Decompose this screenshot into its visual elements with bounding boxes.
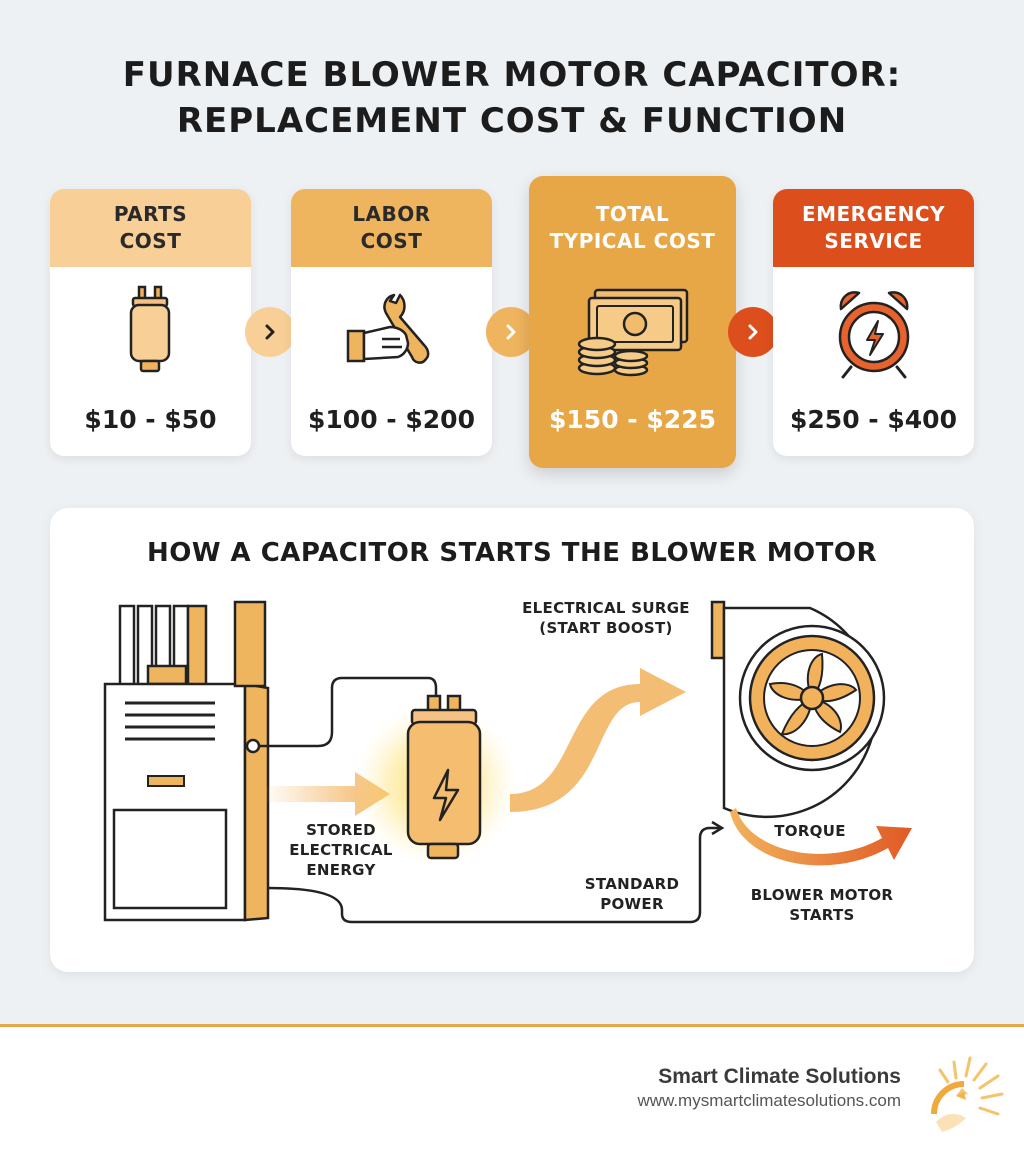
card-label: TYPICAL COST: [549, 229, 716, 253]
title-line-2: REPLACEMENT COST & FUNCTION: [176, 101, 848, 141]
chevron-right-icon: [728, 307, 778, 357]
price-range: $100 - $200: [308, 405, 475, 434]
capacitor-diagram: [103, 600, 912, 924]
price-range: $10 - $50: [84, 405, 217, 434]
card-header: PARTS COST: [50, 189, 251, 267]
capacitor-diagram-panel: HOW A CAPACITOR STARTS THE BLOWER MOTOR: [50, 508, 974, 972]
price-range: $150 - $225: [549, 405, 716, 434]
parts-cost-card: PARTS COST $10 - $50: [50, 189, 251, 456]
furnace-icon: [103, 600, 270, 922]
brand-name: Smart Climate Solutions: [658, 1065, 901, 1088]
torque-label: TORQUE: [774, 822, 846, 840]
price-range: $250 - $400: [790, 405, 957, 434]
diagram-title: HOW A CAPACITOR STARTS THE BLOWER MOTOR: [146, 538, 878, 568]
page-title: FURNACE BLOWER MOTOR CAPACITOR: REPLACEM…: [0, 52, 1024, 144]
brand-block: Smart Climate Solutions www.mysmartclima…: [637, 1065, 901, 1111]
wrench-hand-icon: [291, 287, 492, 377]
card-header: TOTAL TYPICAL COST: [529, 176, 736, 280]
title-line-1: FURNACE BLOWER MOTOR CAPACITOR:: [122, 55, 902, 95]
footer: [0, 1027, 1024, 1154]
chevron-right-icon: [245, 307, 295, 357]
money-coins-icon: [529, 284, 736, 380]
stored-energy-label: STORED ELECTRICAL ENERGY: [289, 821, 393, 879]
labor-cost-card: LABOR COST $100 - $200: [291, 189, 492, 456]
footer-divider: [0, 1024, 1024, 1027]
capacitor-icon: [50, 285, 251, 377]
blower-fan-icon: [710, 600, 886, 819]
emergency-service-card: EMERGENCY SERVICE $250 - $400: [773, 189, 974, 456]
card-header: LABOR COST: [291, 189, 492, 267]
blower-starts-label: BLOWER MOTOR STARTS: [750, 886, 894, 924]
capacitor-icon: [406, 694, 482, 860]
sun-icon: [931, 1056, 1004, 1132]
chevron-right-icon: [486, 307, 536, 357]
surge-label: ELECTRICAL SURGE (START BOOST): [522, 599, 690, 637]
standard-power-label: STANDARD POWER: [584, 875, 680, 913]
card-label: EMERGENCY: [801, 202, 946, 226]
card-label: LABOR: [352, 202, 431, 226]
card-label: PARTS: [113, 202, 188, 226]
brand-url: www.mysmartclimatesolutions.com: [637, 1091, 901, 1110]
card-label: COST: [119, 229, 182, 253]
alarm-clock-icon: [773, 287, 974, 379]
card-label: SERVICE: [824, 229, 923, 253]
card-label: COST: [360, 229, 423, 253]
card-header: EMERGENCY SERVICE: [773, 189, 974, 267]
card-label: TOTAL: [595, 202, 670, 226]
total-cost-card: TOTAL TYPICAL COST $150 - $225: [529, 176, 736, 468]
